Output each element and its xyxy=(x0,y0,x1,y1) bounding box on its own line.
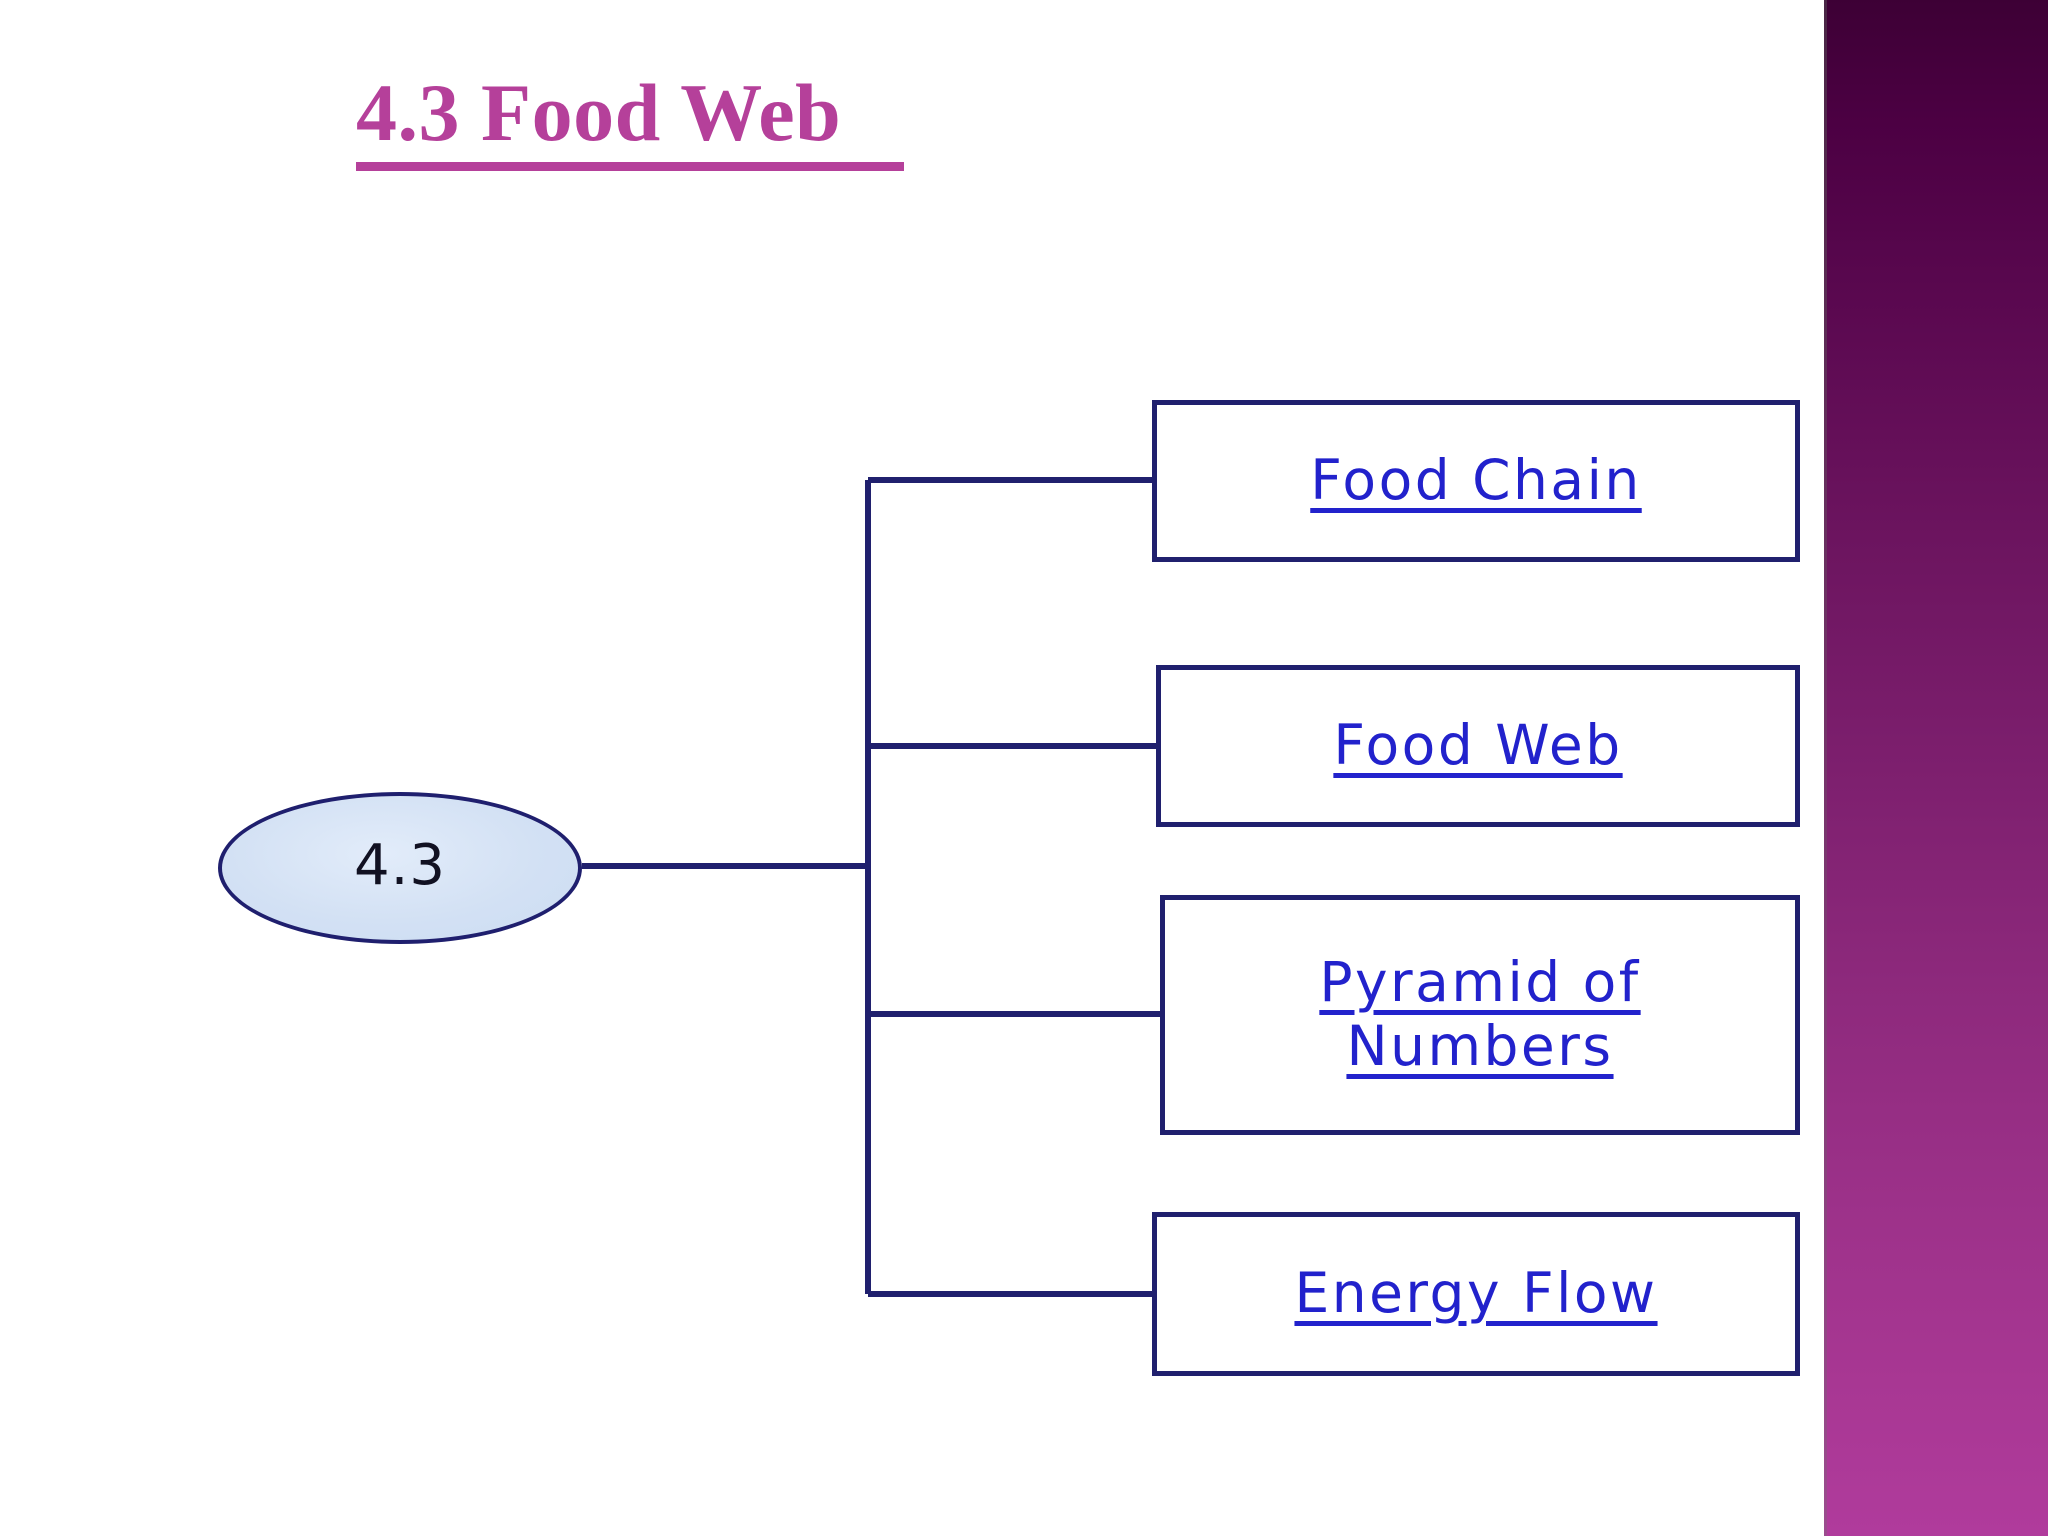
node-pyramid-of-numbers-label: Pyramid of Numbers xyxy=(1319,950,1641,1078)
root-node-label: 4.3 xyxy=(353,833,447,898)
node-food-web[interactable]: Food Web xyxy=(1156,665,1800,827)
root-node-4-3[interactable]: 4.3 xyxy=(218,792,582,944)
node-food-chain-label: Food Chain xyxy=(1310,448,1642,513)
page-title-underline xyxy=(356,162,904,171)
node-food-web-label: Food Web xyxy=(1333,713,1623,778)
node-pyramid-of-numbers[interactable]: Pyramid of Numbers xyxy=(1160,895,1800,1135)
node-food-chain[interactable]: Food Chain xyxy=(1152,400,1800,562)
page-title-text: 4.3 Food Web xyxy=(356,67,842,158)
sidebar-band-edge xyxy=(1824,0,1828,1536)
node-energy-flow-label: Energy Flow xyxy=(1294,1261,1658,1326)
node-energy-flow[interactable]: Energy Flow xyxy=(1152,1212,1800,1376)
page-title: 4.3 Food Web xyxy=(356,72,916,171)
decorative-sidebar-band xyxy=(1827,0,2048,1536)
